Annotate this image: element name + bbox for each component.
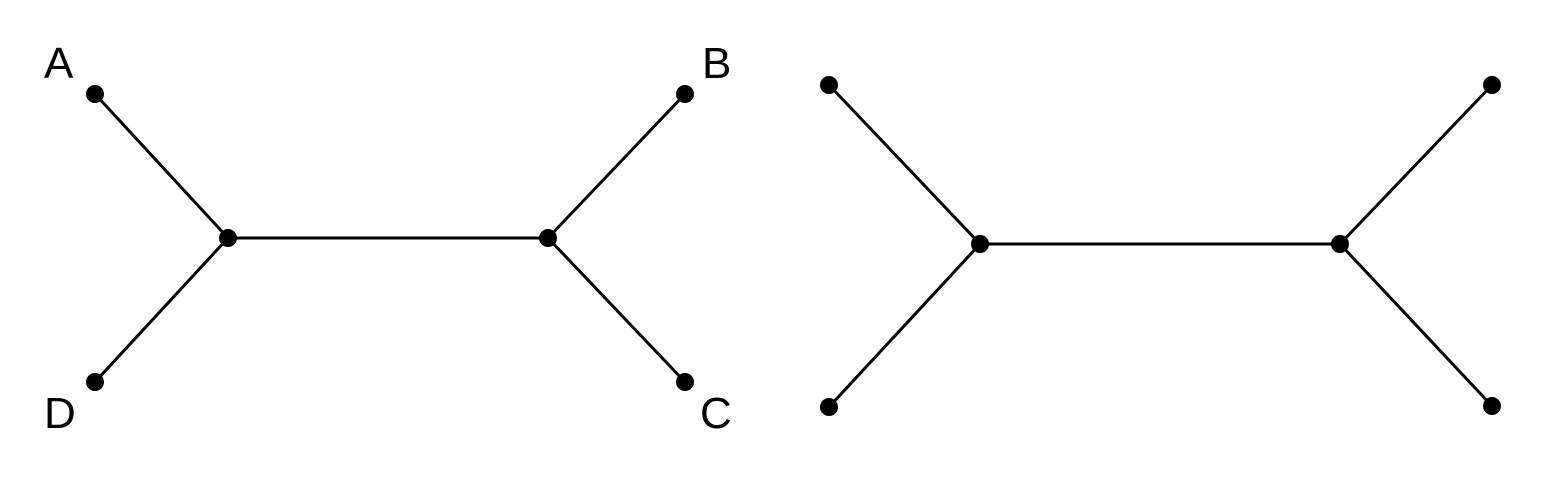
internal-node-right xyxy=(1331,235,1349,253)
edge-right-top-right xyxy=(1338,83,1494,246)
leaf-node-top-right xyxy=(1483,76,1501,94)
internal-node-left xyxy=(219,229,237,247)
edge-left-b xyxy=(546,92,687,240)
leaf-label-d: D xyxy=(44,389,76,438)
edge-left-d xyxy=(93,236,230,384)
leaf-label-b: B xyxy=(702,39,731,88)
leaf-label-c: C xyxy=(700,389,732,438)
edge-right-top-left xyxy=(827,83,982,246)
tree-right xyxy=(820,76,1501,416)
internal-node-right xyxy=(539,229,557,247)
edge-right-bottom-right xyxy=(1338,242,1494,408)
leaf-node-c xyxy=(676,373,694,391)
leaf-node-d xyxy=(86,373,104,391)
leaf-node-a xyxy=(86,85,104,103)
leaf-node-bottom-left xyxy=(820,398,838,416)
edge-left-a xyxy=(93,92,230,240)
leaf-node-top-left xyxy=(820,76,838,94)
leaf-label-a: A xyxy=(44,39,74,88)
tree-left: A B C D xyxy=(44,39,732,438)
edge-right-bottom-left xyxy=(827,242,982,409)
internal-node-left xyxy=(971,235,989,253)
leaf-node-b xyxy=(676,85,694,103)
leaf-node-bottom-right xyxy=(1483,397,1501,415)
edge-left-c xyxy=(546,236,687,384)
